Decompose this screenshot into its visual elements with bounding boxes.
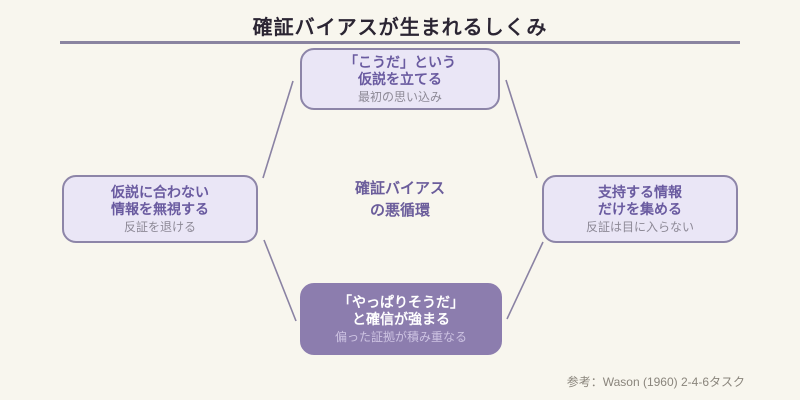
node-form-hypothesis-subtitle: 最初の思い込み	[357, 89, 442, 104]
connector-right-to-bottom	[506, 241, 544, 320]
page-title: 確証バイアスが生まれるしくみ	[252, 17, 548, 39]
connector-left-to-bottom	[263, 239, 297, 322]
node-collect-supporting-info-subtitle: 反証は目に入らない	[585, 219, 694, 234]
reference-caption: 参考：Wason (1960) 2-4-6タスク	[566, 375, 745, 389]
node-ignore-contradicting-info-subtitle: 反証を退ける	[123, 219, 196, 234]
node-form-hypothesis-title-line2: 仮説を立てる	[358, 71, 442, 88]
cycle-center-label: 確証バイアス の悪循環	[300, 178, 500, 222]
node-conviction-strengthens-title: 「やっぱりそうだ」 と確信が強まる	[338, 294, 464, 329]
node-conviction-strengthens: 「やっぱりそうだ」 と確信が強まる 偏った証拠が積み重なる	[300, 283, 502, 355]
title-divider	[60, 41, 740, 44]
node-form-hypothesis-title-line1: 「こうだ」という	[344, 53, 456, 70]
node-conviction-strengthens-subtitle: 偏った証拠が積み重なる	[334, 329, 467, 344]
node-collect-supporting-info: 支持する情報 だけを集める 反証は目に入らない	[542, 175, 738, 243]
node-collect-supporting-info-title: 支持する情報 だけを集める	[598, 184, 682, 219]
connector-top-to-left	[262, 80, 294, 179]
node-collect-supporting-info-title-line2: だけを集める	[598, 201, 682, 218]
node-form-hypothesis: 「こうだ」という 仮説を立てる 最初の思い込み	[300, 48, 500, 110]
node-collect-supporting-info-title-line1: 支持する情報	[598, 183, 682, 200]
node-conviction-strengthens-title-line1: 「やっぱりそうだ」	[338, 293, 464, 310]
node-form-hypothesis-title: 「こうだ」という 仮説を立てる	[344, 54, 456, 89]
node-ignore-contradicting-info-title-line1: 仮説に合わない	[111, 183, 209, 200]
node-conviction-strengthens-title-line2: と確信が強まる	[352, 311, 450, 328]
node-ignore-contradicting-info: 仮説に合わない 情報を無視する 反証を退ける	[62, 175, 258, 243]
node-ignore-contradicting-info-title-line2: 情報を無視する	[111, 201, 209, 218]
connector-top-to-right	[505, 79, 538, 179]
cycle-center-label-line2: の悪循環	[369, 201, 430, 219]
cycle-center-label-line1: 確証バイアス	[354, 180, 445, 197]
node-ignore-contradicting-info-title: 仮説に合わない 情報を無視する	[111, 184, 209, 219]
